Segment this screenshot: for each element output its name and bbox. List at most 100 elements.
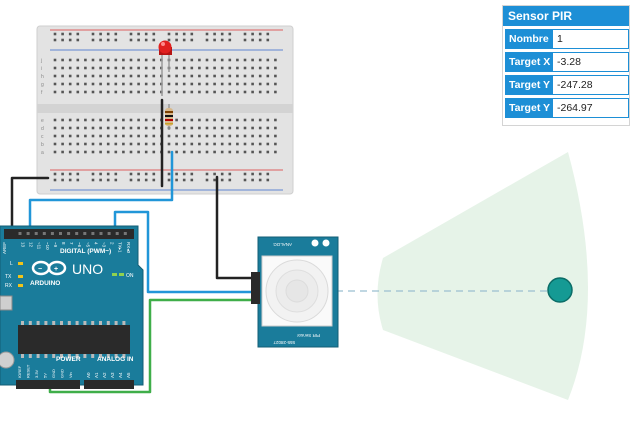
rail-hole[interactable]: [220, 32, 224, 36]
breadboard-hole[interactable]: [99, 150, 102, 154]
breadboard-hole[interactable]: [106, 66, 110, 70]
breadboard-hole[interactable]: [175, 90, 178, 94]
breadboard-hole[interactable]: [122, 58, 125, 62]
breadboard-hole[interactable]: [243, 142, 247, 146]
breadboard-hole[interactable]: [266, 74, 270, 78]
breadboard-hole[interactable]: [144, 134, 148, 138]
breadboard-hole[interactable]: [205, 82, 209, 86]
rail-hole[interactable]: [61, 38, 64, 42]
rail-hole[interactable]: [144, 172, 148, 176]
breadboard-hole[interactable]: [205, 150, 209, 154]
breadboard-hole[interactable]: [182, 150, 186, 154]
breadboard-hole[interactable]: [53, 82, 57, 86]
digital-pin[interactable]: [107, 232, 111, 235]
breadboard-hole[interactable]: [152, 66, 156, 70]
breadboard-hole[interactable]: [61, 82, 64, 86]
breadboard-hole[interactable]: [152, 82, 156, 86]
breadboard-hole[interactable]: [152, 142, 156, 146]
breadboard-hole[interactable]: [152, 90, 156, 94]
wire-black-gnd[interactable]: [10, 176, 50, 242]
breadboard-hole[interactable]: [152, 118, 156, 122]
breadboard-hole[interactable]: [84, 66, 87, 70]
breadboard-hole[interactable]: [205, 58, 209, 62]
rail-hole[interactable]: [106, 32, 110, 36]
breadboard-hole[interactable]: [220, 74, 224, 78]
rail-hole[interactable]: [251, 178, 254, 182]
rail-hole[interactable]: [106, 178, 110, 182]
breadboard-hole[interactable]: [99, 90, 102, 94]
breadboard-hole[interactable]: [243, 82, 247, 86]
breadboard-hole[interactable]: [144, 126, 148, 130]
rail-hole[interactable]: [129, 172, 133, 176]
target-x-value[interactable]: -3.28: [553, 52, 629, 72]
rail-hole[interactable]: [76, 178, 80, 182]
rail-hole[interactable]: [114, 32, 118, 36]
breadboard-hole[interactable]: [84, 118, 87, 122]
rail-hole[interactable]: [182, 172, 186, 176]
breadboard-hole[interactable]: [106, 58, 110, 62]
breadboard-hole[interactable]: [236, 150, 239, 154]
breadboard-hole[interactable]: [266, 58, 270, 62]
pir-pot[interactable]: [311, 239, 319, 247]
breadboard-hole[interactable]: [175, 134, 178, 138]
rail-hole[interactable]: [266, 32, 270, 36]
breadboard-hole[interactable]: [167, 134, 171, 138]
rail-hole[interactable]: [266, 38, 270, 42]
breadboard-hole[interactable]: [205, 134, 209, 138]
rail-hole[interactable]: [76, 172, 80, 176]
breadboard-hole[interactable]: [61, 150, 64, 154]
breadboard-hole[interactable]: [114, 74, 118, 78]
breadboard-hole[interactable]: [182, 134, 186, 138]
breadboard-hole[interactable]: [129, 90, 133, 94]
breadboard-hole[interactable]: [53, 134, 57, 138]
breadboard-hole[interactable]: [258, 74, 262, 78]
breadboard-hole[interactable]: [114, 90, 118, 94]
breadboard-hole[interactable]: [122, 90, 125, 94]
breadboard-hole[interactable]: [68, 126, 72, 130]
breadboard-hole[interactable]: [99, 142, 102, 146]
breadboard-hole[interactable]: [68, 150, 72, 154]
breadboard-hole[interactable]: [213, 90, 216, 94]
breadboard-hole[interactable]: [190, 82, 194, 86]
pir-pot[interactable]: [322, 239, 330, 247]
breadboard-hole[interactable]: [182, 90, 186, 94]
breadboard-hole[interactable]: [175, 142, 178, 146]
breadboard-hole[interactable]: [99, 58, 102, 62]
breadboard-hole[interactable]: [84, 58, 87, 62]
breadboard-hole[interactable]: [114, 58, 118, 62]
breadboard-hole[interactable]: [114, 82, 118, 86]
breadboard-hole[interactable]: [236, 66, 239, 70]
breadboard-hole[interactable]: [106, 150, 110, 154]
breadboard-hole[interactable]: [266, 134, 270, 138]
breadboard-hole[interactable]: [99, 134, 102, 138]
breadboard-hole[interactable]: [274, 82, 277, 86]
breadboard-hole[interactable]: [266, 118, 270, 122]
target-circle-icon[interactable]: [547, 277, 573, 303]
digital-pin[interactable]: [18, 232, 22, 235]
rail-hole[interactable]: [167, 172, 171, 176]
breadboard-hole[interactable]: [167, 142, 171, 146]
breadboard-hole[interactable]: [167, 90, 171, 94]
breadboard-hole[interactable]: [144, 82, 148, 86]
breadboard-hole[interactable]: [274, 150, 277, 154]
breadboard-hole[interactable]: [190, 90, 194, 94]
breadboard-hole[interactable]: [274, 90, 277, 94]
rail-hole[interactable]: [91, 172, 95, 176]
rail-hole[interactable]: [114, 172, 118, 176]
breadboard-hole[interactable]: [137, 74, 140, 78]
breadboard-hole[interactable]: [213, 82, 216, 86]
breadboard-hole[interactable]: [106, 118, 110, 122]
rail-hole[interactable]: [167, 178, 171, 182]
rail-hole[interactable]: [91, 178, 95, 182]
rail-hole[interactable]: [251, 32, 254, 36]
breadboard-hole[interactable]: [114, 134, 118, 138]
breadboard-hole[interactable]: [220, 118, 224, 122]
breadboard-hole[interactable]: [61, 134, 64, 138]
breadboard-hole[interactable]: [243, 90, 247, 94]
breadboard-hole[interactable]: [61, 66, 64, 70]
digital-pin[interactable]: [67, 232, 71, 235]
breadboard-hole[interactable]: [53, 150, 57, 154]
breadboard-hole[interactable]: [129, 118, 133, 122]
breadboard-hole[interactable]: [175, 58, 178, 62]
breadboard-hole[interactable]: [228, 58, 232, 62]
